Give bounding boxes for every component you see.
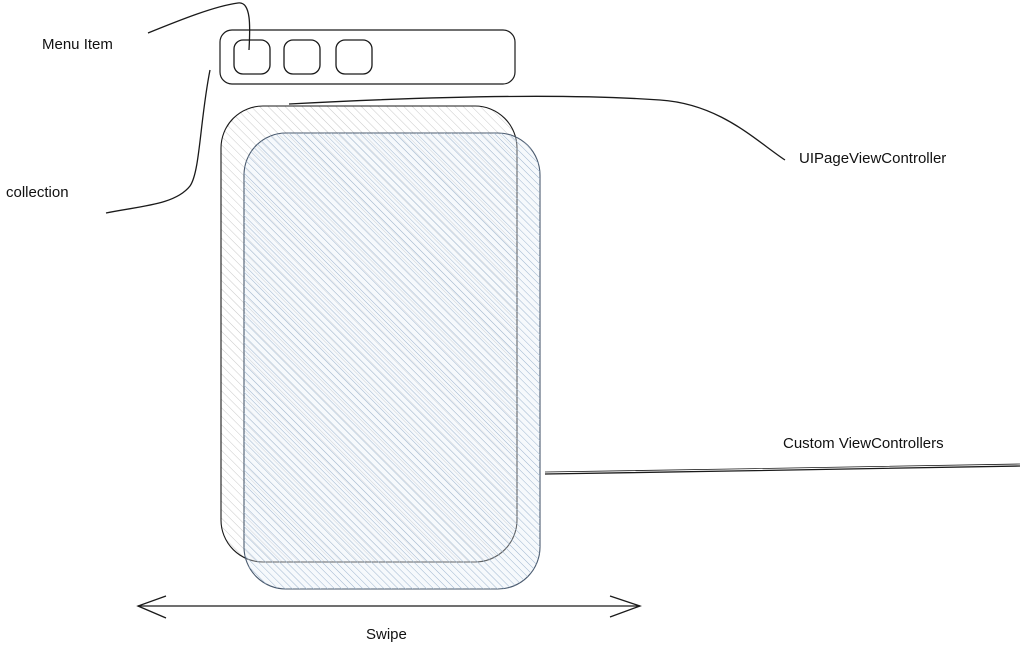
menu-item-box[interactable]	[283, 39, 321, 75]
menu-item-label: Menu Item	[42, 36, 113, 53]
custom-view-controllers-leader-line	[544, 465, 1021, 475]
menu-item-leader-line	[147, 2, 251, 51]
menu-item-box[interactable]	[335, 39, 373, 75]
page-view-controller-label: UIPageViewController	[799, 150, 947, 167]
collection-label: collection	[6, 184, 69, 201]
swipe-double-arrow	[136, 595, 642, 619]
menu-bar-container	[219, 29, 516, 85]
custom-view-controllers-label: Custom ViewControllers	[783, 435, 944, 452]
menu-item-box[interactable]	[233, 39, 271, 75]
swipe-label: Swipe	[366, 626, 407, 643]
collection-leader-line	[105, 69, 211, 214]
page-view-controller-leader-line	[288, 95, 786, 161]
custom-view-controller-hatch	[244, 133, 540, 589]
custom-view-controllers-leader-line-double	[544, 463, 1021, 473]
